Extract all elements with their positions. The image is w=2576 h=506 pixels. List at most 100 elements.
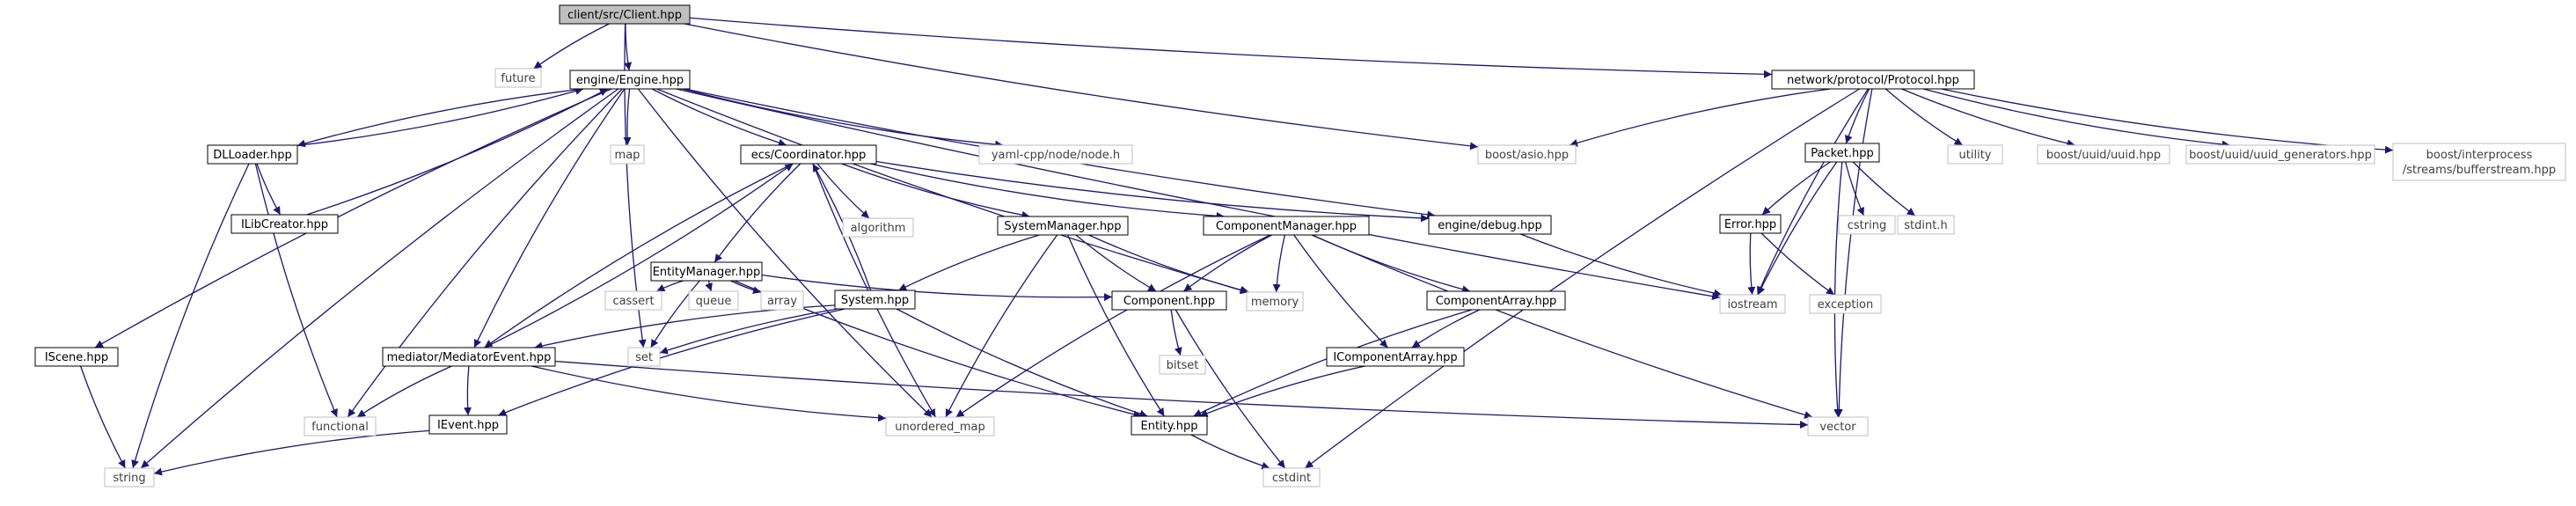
node-box <box>650 261 763 282</box>
edge-protocol-to-utility <box>1884 88 1964 146</box>
edge-dlloader-to-functional <box>254 163 338 418</box>
node-uuid: boost/uuid/uuid.hpp <box>2037 144 2170 165</box>
edge-client-to-engine <box>624 23 633 71</box>
node-box <box>2392 143 2566 181</box>
edge-system_manager-to-memory <box>1088 234 1249 295</box>
edge-engine-to-map <box>623 88 632 146</box>
node-unordered-map: unordered_map <box>885 416 995 436</box>
edge-client-to-future <box>533 23 610 70</box>
edge-ievent-to-string <box>153 429 430 476</box>
edge-component_manager-to-icomponent_array <box>1293 234 1388 348</box>
node-packet[interactable]: Packet.hpp <box>1804 143 1880 163</box>
node-coordinator[interactable]: ecs/Coordinator.hpp <box>740 144 877 165</box>
node-label: boost/asio.hpp <box>1485 149 1569 162</box>
edge-entity_manager-to-queue <box>705 280 713 292</box>
edge-system_manager-to-system <box>897 234 1040 291</box>
node-ievent[interactable]: IEvent.hpp <box>428 414 508 435</box>
edge-protocol-to-uuid <box>1901 88 2075 148</box>
edge-system-to-set <box>659 308 838 355</box>
edge-coordinator-to-system_manager <box>841 163 1030 219</box>
node-label: string <box>113 472 145 485</box>
node-entity-manager[interactable]: EntityManager.hpp <box>650 261 763 282</box>
edge-component_manager-to-component_array <box>1312 234 1471 294</box>
node-component[interactable]: Component.hpp <box>1111 290 1227 311</box>
node-label: IComponentArray.hpp <box>1333 351 1457 364</box>
edge-component_manager-to-memory <box>1272 234 1286 293</box>
node-iostream: iostream <box>1719 294 1786 314</box>
node-mediator-event[interactable]: mediator/MediatorEvent.hpp <box>382 347 556 367</box>
node-label: future <box>501 72 535 85</box>
node-label: iostream <box>1727 298 1777 312</box>
node-iscene[interactable]: IScene.hpp <box>34 347 119 367</box>
node-dlloader[interactable]: DLLoader.hpp <box>207 144 298 165</box>
node-engine[interactable]: engine/Engine.hpp <box>569 70 691 90</box>
edge-protocol-to-iostream <box>1757 88 1869 296</box>
node-label: unordered_map <box>895 421 985 434</box>
node-utility: utility <box>1947 144 2003 165</box>
node-label: DLLoader.hpp <box>213 149 291 162</box>
node-functional: functional <box>304 416 377 436</box>
edge-dlloader-to-ilibcreator <box>256 163 282 216</box>
node-component-array[interactable]: ComponentArray.hpp <box>1426 290 1566 311</box>
edge-mediator_event-to-coordinator <box>484 163 794 348</box>
node-protocol[interactable]: network/protocol/Protocol.hpp <box>1771 70 1975 90</box>
edge-system-to-entity <box>896 308 1148 418</box>
node-label: ecs/Coordinator.hpp <box>751 149 867 162</box>
node-client[interactable]: client/src/Client.hpp <box>559 4 691 25</box>
node-label: client/src/Client.hpp <box>567 9 682 22</box>
node-label: IEvent.hpp <box>437 419 499 432</box>
node-component-manager[interactable]: ComponentManager.hpp <box>1203 216 1370 236</box>
node-label: Error.hpp <box>1724 218 1776 231</box>
node-box <box>688 290 739 311</box>
edge-engine-to-unordered_map <box>637 88 933 418</box>
node-system-manager[interactable]: SystemManager.hpp <box>997 216 1129 236</box>
edge-engine-to-coordinator <box>651 88 787 147</box>
node-box <box>604 290 662 311</box>
edge-system_manager-to-entity <box>1067 234 1165 417</box>
edge-coordinator-to-algorithm <box>816 163 870 219</box>
node-box <box>740 144 877 165</box>
node-box <box>1428 215 1552 235</box>
edge-entity_manager-to-set <box>650 280 700 348</box>
node-box <box>1719 214 1782 234</box>
node-label: boost/interprocess <box>2426 149 2533 162</box>
node-box <box>104 467 155 488</box>
node-error[interactable]: Error.hpp <box>1719 214 1782 234</box>
edge-engine-to-yaml <box>682 88 1004 149</box>
node-system[interactable]: System.hpp <box>834 290 916 310</box>
edge-system_manager-to-unordered_map <box>945 234 1058 418</box>
node-map: map <box>610 144 645 165</box>
node-box <box>842 217 914 238</box>
node-label: map <box>615 149 640 162</box>
edge-icomponent_array-to-entity <box>1199 365 1365 417</box>
node-box <box>559 4 691 25</box>
node-cstring: cstring <box>1838 215 1896 235</box>
node-box <box>1111 290 1227 311</box>
node-label: algorithm <box>851 222 906 235</box>
node-label: queue <box>696 295 732 308</box>
node-label: Entity.hpp <box>1141 420 1198 433</box>
node-label: cassert <box>612 295 654 308</box>
node-label: mediator/MediatorEvent.hpp <box>387 351 552 364</box>
node-box <box>997 216 1129 236</box>
node-box <box>1262 467 1321 488</box>
node-box <box>569 70 691 90</box>
node-label: set <box>635 351 653 364</box>
node-yaml: yaml-cpp/node/node.h <box>978 144 1133 165</box>
node-label: network/protocol/Protocol.hpp <box>1787 74 1959 87</box>
node-future: future <box>494 68 542 88</box>
node-entity[interactable]: Entity.hpp <box>1131 415 1208 436</box>
node-box <box>1807 416 1869 436</box>
node-box <box>610 144 645 165</box>
edge-component_manager-to-vector <box>1311 234 1813 419</box>
edge-entity-to-cstdint <box>1190 434 1270 470</box>
edge-engine_debug-to-iostream <box>1520 233 1723 297</box>
node-icomponent-array[interactable]: IComponentArray.hpp <box>1326 347 1465 367</box>
edge-protocol-to-packet <box>1844 88 1870 144</box>
edge-component_manager-to-component <box>1183 234 1272 292</box>
node-engine-debug[interactable]: engine/debug.hpp <box>1428 215 1552 235</box>
node-label: ComponentArray.hpp <box>1436 295 1557 308</box>
node-ilibcreator[interactable]: ILibCreator.hpp <box>231 214 339 234</box>
edge-entity_manager-to-component <box>761 274 1113 302</box>
